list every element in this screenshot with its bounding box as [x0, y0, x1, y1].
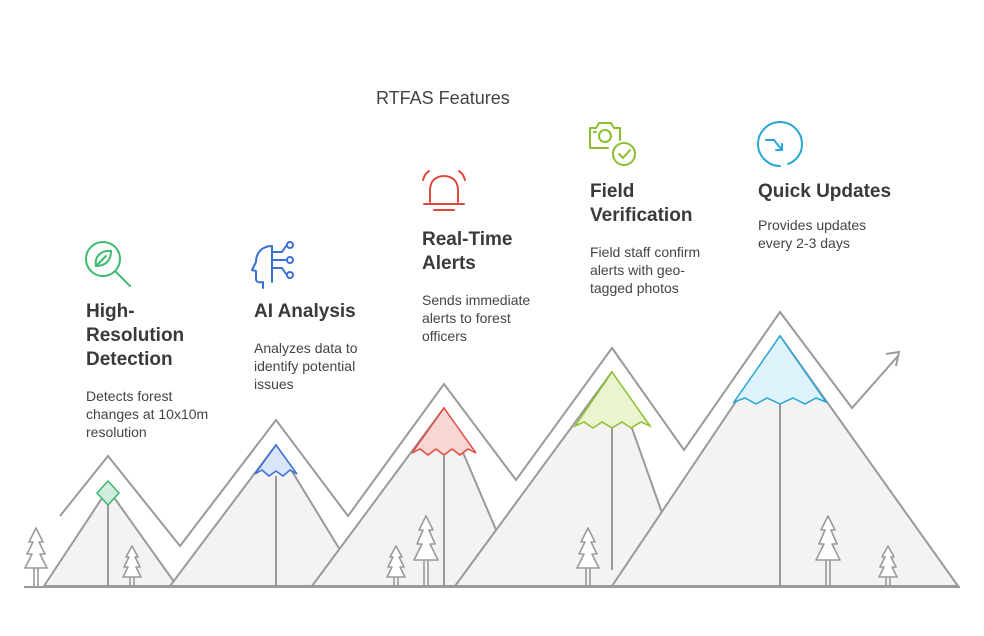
snowcap-2 — [254, 443, 298, 477]
feature-title-quick-updates: Quick Updates — [758, 180, 891, 204]
feature-title-real-time-alerts: Real-Time Alerts — [422, 228, 512, 276]
feature-title-line: AI Analysis — [254, 301, 356, 322]
feature-title-ai-analysis: AI Analysis — [254, 300, 356, 324]
ai-head-icon — [251, 241, 294, 289]
tree-1 — [24, 527, 48, 586]
feature-desc-field-verification: Field staff confirm alerts with geo- tag… — [590, 243, 700, 297]
mountain-1 — [43, 488, 178, 587]
feature-desc-quick-updates: Provides updates every 2-3 days — [758, 216, 866, 252]
feature-title-line: Alerts — [422, 253, 476, 274]
feature-desc-line: issues — [254, 376, 294, 392]
feature-desc-line: tagged photos — [590, 280, 679, 296]
feature-desc-line: alerts to forest — [422, 310, 511, 326]
clock-arrow-icon — [757, 121, 803, 167]
diagram-title: RTFAS Features — [376, 88, 510, 108]
feature-title-line: Quick Updates — [758, 181, 892, 202]
snowcap-5 — [732, 334, 829, 405]
feature-title-line: Real-Time — [422, 229, 513, 250]
feature-desc-line: Sends immediate — [422, 292, 531, 308]
feature-desc-line: Analyzes data to — [254, 340, 358, 356]
feature-desc-line: alerts with geo- — [590, 262, 685, 278]
trend-arrowhead — [885, 350, 901, 367]
feature-title-line: Field — [590, 181, 635, 202]
feature-desc-line: every 2-3 days — [758, 235, 850, 251]
feature-desc-line: officers — [422, 328, 467, 344]
feature-desc-line: Field staff confirm — [590, 244, 701, 260]
feature-desc-high-resolution-detection: Detects forest changes at 10x10m resolut… — [86, 387, 208, 441]
feature-desc-ai-analysis: Analyzes data to identify potential issu… — [254, 339, 358, 393]
feature-title-high-resolution-detection: High- Resolution Detection — [86, 300, 184, 372]
leaf-magnifier-icon — [85, 241, 131, 287]
tree-6 — [815, 515, 841, 586]
feature-title-line: High- — [86, 301, 135, 322]
trend-line — [59, 310, 899, 548]
feature-title-field-verification: Field Verification — [590, 180, 692, 228]
feature-title-line: Verification — [590, 205, 693, 226]
feature-desc-line: identify potential — [254, 358, 356, 374]
tree-4 — [413, 515, 439, 586]
feature-desc-real-time-alerts: Sends immediate alerts to forest officer… — [422, 291, 530, 345]
tree-2 — [122, 545, 142, 586]
feature-desc-line: Detects forest — [86, 388, 173, 404]
feature-desc-line: changes at 10x10m — [86, 406, 209, 422]
feature-title-line: Detection — [86, 349, 173, 370]
camera-check-icon — [589, 122, 636, 166]
snowcap-4 — [572, 370, 653, 429]
tree-5 — [576, 527, 600, 586]
feature-desc-line: Provides updates — [758, 217, 867, 233]
feature-desc-line: resolution — [86, 424, 147, 440]
tree-7 — [878, 545, 898, 586]
tree-3 — [386, 545, 406, 586]
alarm-bell-icon — [422, 170, 466, 211]
feature-title-line: Resolution — [86, 325, 185, 346]
